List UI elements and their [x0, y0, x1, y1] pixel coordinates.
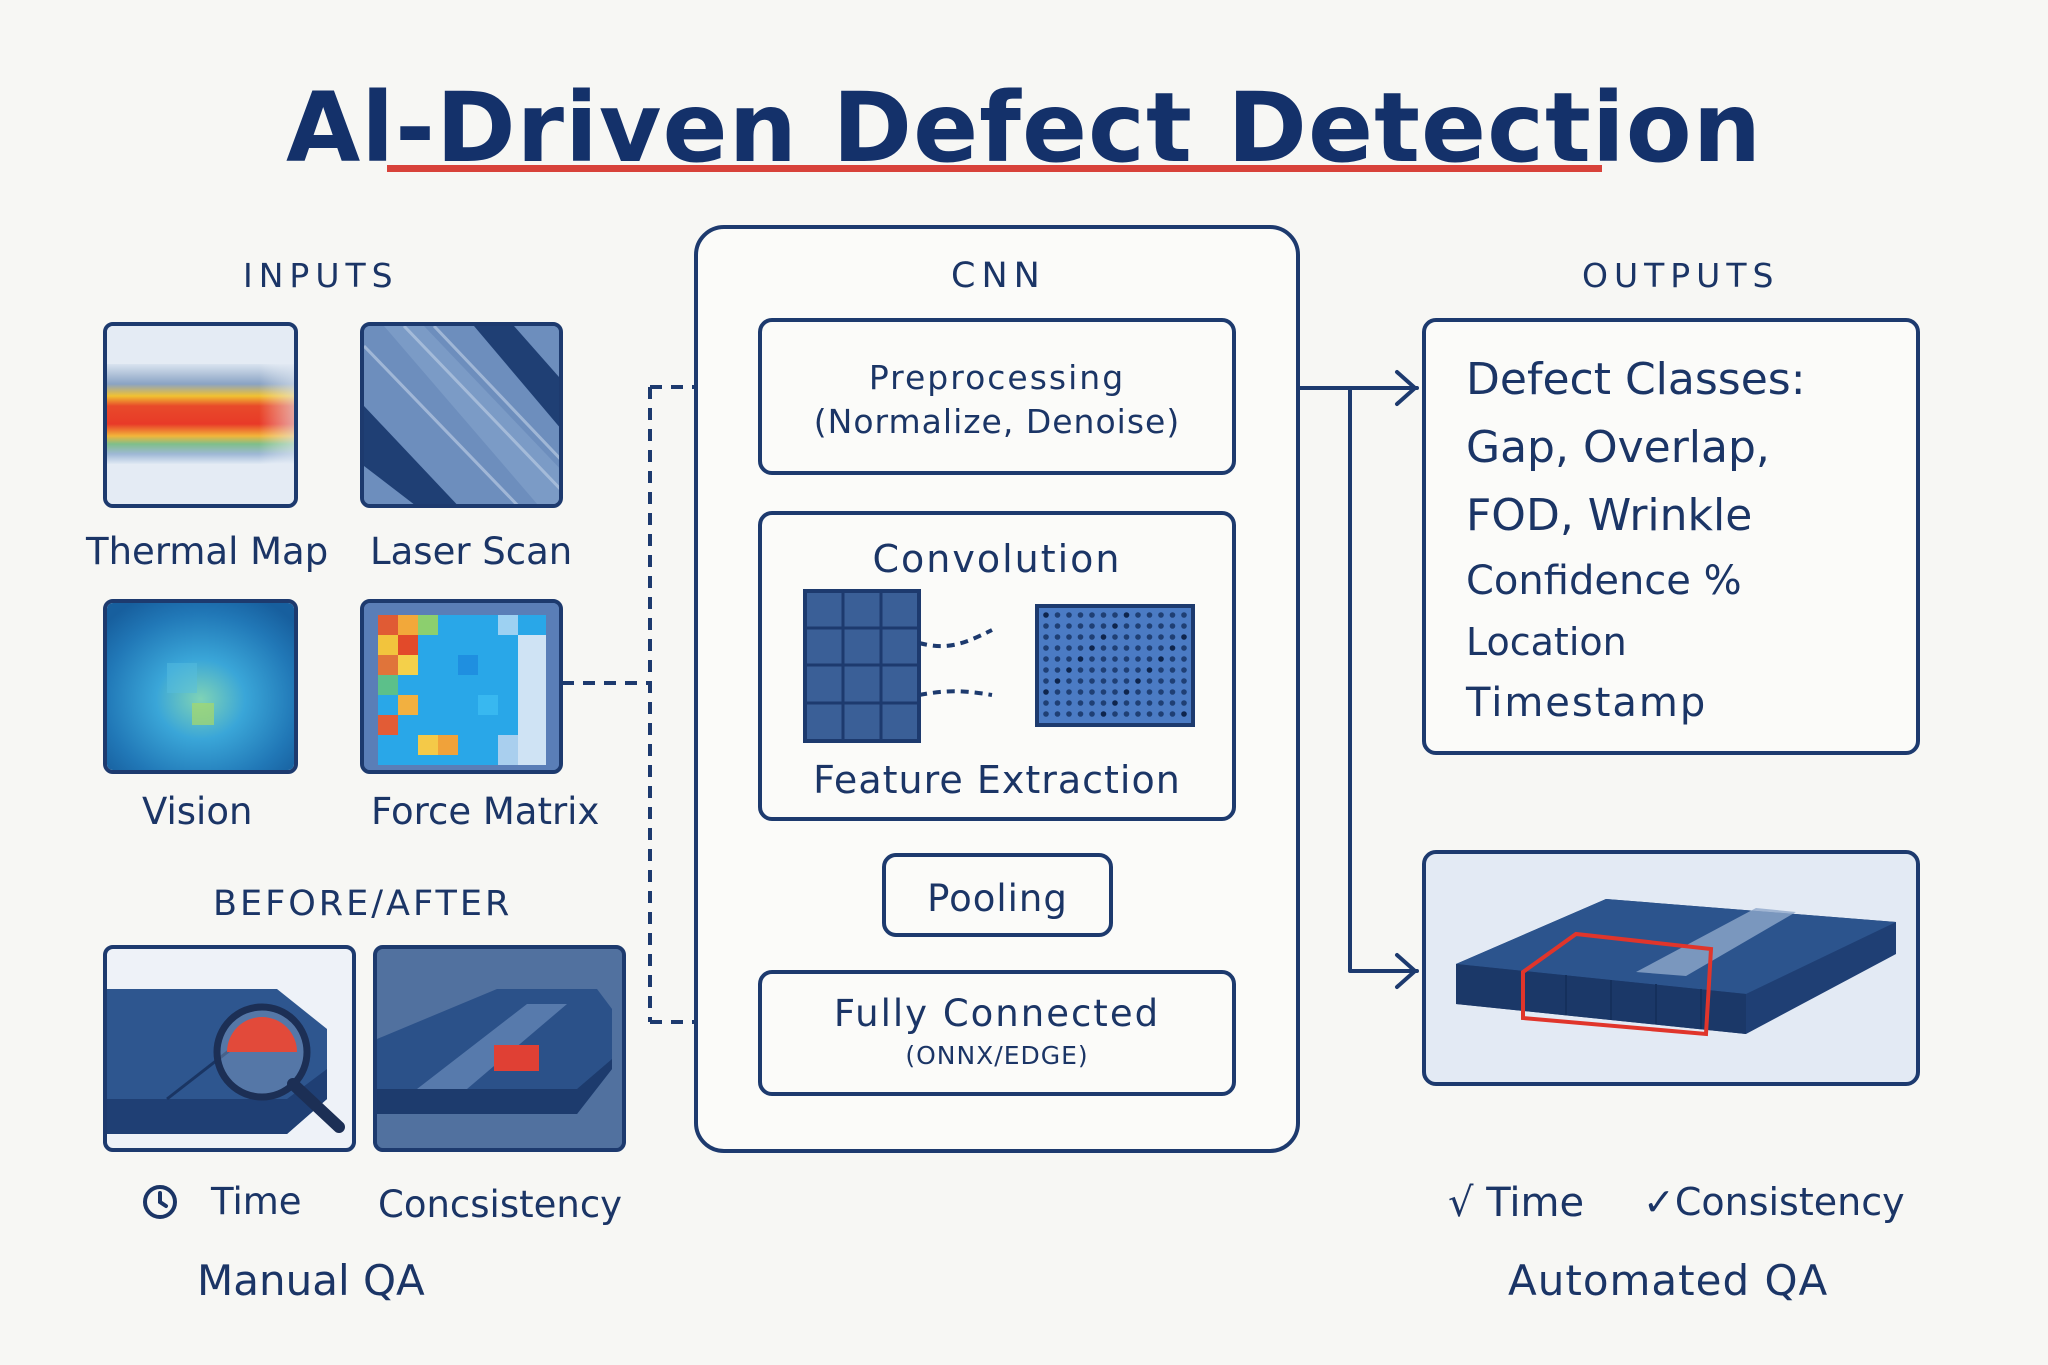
arrow-to-3d-output — [1348, 386, 1419, 973]
output-line-fod-wrinkle: FOD, Wrinkle — [1466, 490, 1753, 541]
feature-extraction-label: Feature Extraction — [813, 758, 1181, 802]
clock-icon — [142, 1184, 178, 1220]
before-after-heading: BEFORE/AFTER — [213, 884, 513, 924]
vision-image — [107, 603, 294, 770]
pooling-box: Pooling — [882, 853, 1113, 937]
outputs-heading: OUTPUTS — [1582, 256, 1780, 295]
defect-classes-box: Defect Classes: Gap, Overlap, FOD, Wrink… — [1422, 318, 1920, 755]
laser-scan-label: Laser Scan — [370, 530, 573, 573]
convolution-title: Convolution — [872, 537, 1122, 581]
convolution-box: Convolution Feature Extraction — [758, 511, 1236, 821]
fully-connected-subtitle: (ONNX/EDGE) — [905, 1041, 1089, 1070]
manual-qa-image — [103, 945, 356, 1152]
thermal-map-tile — [103, 322, 298, 508]
preprocessing-title: Preprocessing — [868, 358, 1126, 397]
vision-tile — [103, 599, 298, 774]
preprocessing-subtitle: (Normalize, Denoise) — [813, 402, 1181, 441]
output-line-confidence: Confidence % — [1466, 558, 1742, 604]
arrowhead-3d-output — [1395, 953, 1417, 989]
pooling-label: Pooling — [927, 877, 1068, 920]
magnifier-icon — [213, 1003, 345, 1133]
manual-qa-detail-image — [373, 945, 626, 1152]
vision-label: Vision — [142, 790, 253, 833]
automated-qa-label: Automated QA — [1508, 1256, 1829, 1305]
manual-consistency-label: Concsistency — [378, 1183, 623, 1226]
output-line-gap-overlap: Gap, Overlap, — [1466, 422, 1770, 473]
auto-consistency-label: ✓Consistency — [1643, 1180, 1905, 1224]
thermal-map-image — [107, 326, 294, 504]
thermal-map-label: Thermal Map — [86, 530, 329, 573]
feature-map — [1035, 604, 1195, 727]
cnn-heading: CNN — [951, 256, 1046, 296]
inputs-heading: INPUTS — [243, 256, 399, 295]
output-line-defect-classes: Defect Classes: — [1466, 354, 1806, 405]
fully-connected-box: Fully Connected (ONNX/EDGE) — [758, 970, 1236, 1096]
force-matrix-tile — [360, 599, 563, 774]
force-matrix-label: Force Matrix — [371, 790, 600, 833]
manual-time-label: Time — [211, 1180, 302, 1223]
preprocessing-box: Preprocessing (Normalize, Denoise) — [758, 318, 1236, 475]
manual-qa-label: Manual QA — [197, 1256, 425, 1305]
convolution-graphic — [803, 589, 1195, 743]
laser-scan-tile — [360, 322, 563, 508]
output-line-timestamp: Timestamp — [1466, 680, 1708, 726]
force-matrix-image — [364, 603, 559, 770]
laser-scan-image — [364, 326, 559, 504]
output-line-location: Location — [1466, 620, 1627, 664]
auto-time-label: √ Time — [1448, 1180, 1585, 1226]
input-grid — [803, 589, 921, 743]
fully-connected-title: Fully Connected — [833, 992, 1161, 1035]
defect-3d-visualization — [1422, 850, 1920, 1086]
title-underline — [387, 165, 1602, 172]
arrowhead-defect-classes — [1395, 370, 1417, 406]
